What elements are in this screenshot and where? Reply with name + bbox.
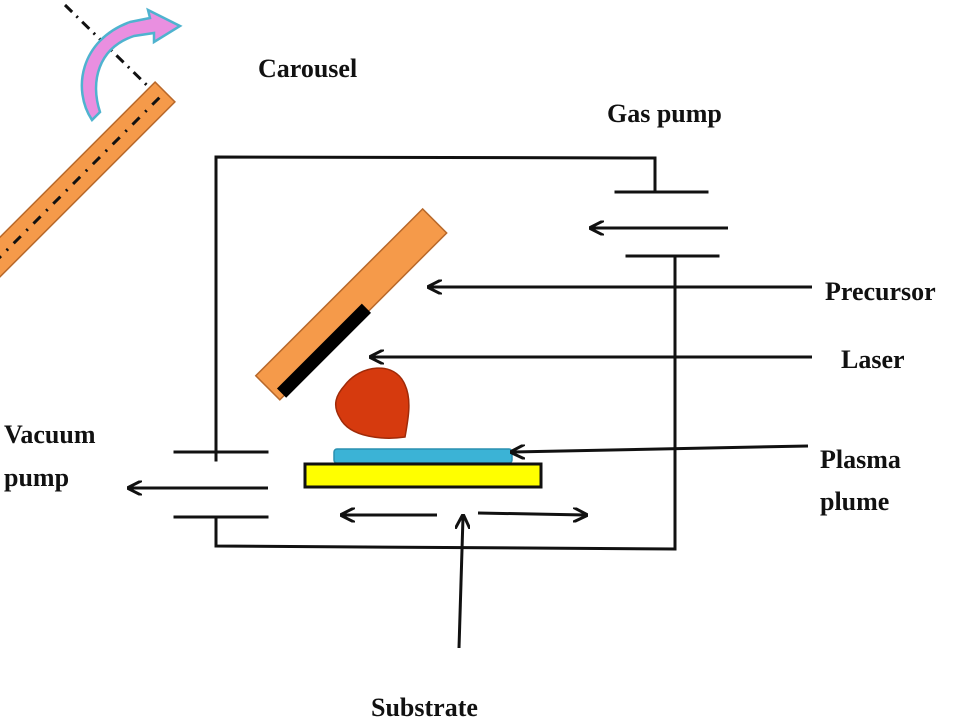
rotation-axis-line — [63, 3, 164, 102]
chamber-bottom-wire — [214, 254, 677, 551]
plasma-plume-label-line2: plume — [820, 487, 889, 516]
vacuum-pump-label-line2: pump — [4, 463, 69, 492]
laser-label: Laser — [841, 345, 905, 374]
vacuum-pump-label-line1: Vacuum — [4, 420, 96, 449]
precursor-target — [276, 303, 372, 398]
precursor-label: Precursor — [825, 277, 936, 306]
substrate-pointer — [459, 517, 463, 649]
carousel-arm — [0, 81, 176, 309]
target-holder — [254, 207, 448, 401]
substrate-holder — [303, 462, 543, 489]
gas-pump-label: Gas pump — [607, 99, 722, 128]
plasma-plume-pointer — [513, 446, 809, 452]
substrate-label: Substrate — [371, 693, 478, 722]
carousel-label: Carousel — [258, 54, 357, 83]
chamber-top-wire — [214, 155, 657, 462]
substrate-motion-right-arrow — [477, 513, 585, 515]
plasma-plume-label-line1: Plasma — [820, 445, 901, 474]
rotation-arrow-icon — [80, 7, 183, 122]
deposited-film — [333, 448, 513, 464]
plasma-plume — [334, 367, 410, 439]
